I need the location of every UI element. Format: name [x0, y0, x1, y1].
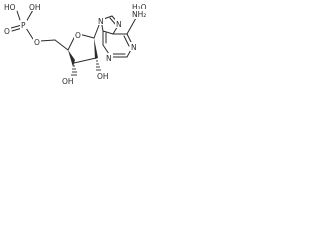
atom-p: P: [21, 21, 26, 30]
atom-n9: N: [98, 17, 104, 26]
atom-ho-p: HO: [4, 3, 16, 12]
chemical-structure: H₂O N N N: [0, 0, 196, 107]
bond-p-oh-upper: [16, 10, 21, 21]
bond-c3-c2: [73, 57, 97, 64]
atom-n7: N: [116, 20, 122, 29]
bond-c5-c4: [102, 30, 114, 35]
atom-oh-c3: OH: [62, 77, 74, 86]
bond-c3-oh-hash: [71, 65, 77, 76]
bond-c4-c3-wedge: [68, 50, 75, 67]
bond-c6-n1-double: [123, 35, 130, 47]
bond-c1-c2: [94, 38, 98, 59]
bond-p-oh-right: [25, 9, 34, 23]
atom-n3: N: [106, 54, 112, 63]
atom-p-double-o: O: [4, 27, 10, 36]
atom-ring-o: O: [75, 31, 81, 40]
atom-oh-c2: OH: [97, 72, 109, 81]
atom-nh2: NH₂: [132, 10, 146, 19]
atom-oh-p: OH: [29, 3, 41, 12]
bond-c4-c5prime: [54, 39, 69, 51]
bond-c5prime-o: [39, 39, 56, 42]
bond-o-c4: [67, 35, 76, 51]
bond-c2-oh-hash: [96, 60, 101, 71]
atom-ester-o: O: [34, 38, 40, 47]
bond-c6-nh2: [126, 17, 137, 35]
hydrate-label: H₂O: [132, 3, 147, 12]
atom-n1: N: [131, 43, 137, 52]
bond-o-p: [25, 27, 34, 40]
structure-drawing: H₂O N N N: [3, 2, 152, 86]
